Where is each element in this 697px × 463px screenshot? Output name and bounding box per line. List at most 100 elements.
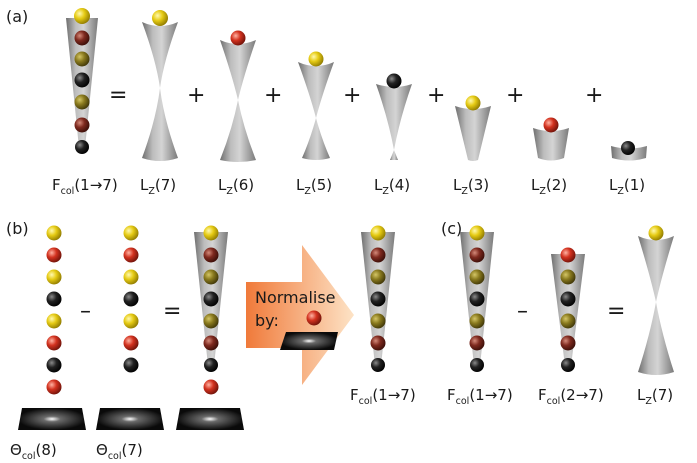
cone-lz5-bottom: [302, 118, 330, 160]
bead-chain-theta7: [123, 225, 139, 373]
bead-yellow: [74, 8, 90, 24]
bead-chain-a: [74, 8, 90, 154]
bead-olive: [370, 313, 386, 329]
bead-black: [46, 357, 62, 373]
bead-chain-theta8: [46, 225, 62, 395]
bead-red: [123, 247, 139, 263]
bead-yellow: [123, 269, 139, 285]
bead-black: [469, 291, 485, 307]
bead-red: [306, 310, 322, 326]
label-lz3: LZ(3): [453, 176, 489, 197]
bead-red: [560, 247, 576, 263]
bead-yellow: [648, 225, 664, 241]
bead-darkred: [203, 247, 219, 263]
bead-black: [386, 73, 402, 89]
bead-yellow: [465, 95, 481, 111]
cone-lz6-top: [220, 40, 256, 100]
bead-chain-diff: [203, 225, 219, 395]
bead-red: [543, 117, 559, 133]
cone-lz7-top: [142, 22, 178, 88]
label-lz5: LZ(5): [296, 176, 332, 197]
bead-yellow: [469, 225, 485, 241]
cone-lz2: [533, 128, 569, 161]
label-fcol-c1: Fcol(1→7): [447, 386, 513, 407]
panel-label-b: (b): [6, 219, 29, 238]
normalise-text: Normalise: [255, 288, 336, 307]
plus-sign: +: [506, 83, 524, 108]
bead-black: [123, 291, 139, 307]
normalise-by-text: by:: [255, 311, 279, 330]
panel-label-c: (c): [441, 219, 462, 238]
bead-yellow: [370, 225, 386, 241]
bead-yellow: [123, 225, 139, 241]
minus-sign: –: [80, 299, 91, 324]
bead-black: [370, 291, 386, 307]
bead-black: [561, 358, 575, 372]
bead-red: [230, 30, 246, 46]
label-theta8: Θcol(8): [10, 441, 57, 462]
plus-sign: +: [343, 83, 361, 108]
bead-darkred: [74, 30, 90, 46]
cone-lz6-bottom: [220, 100, 256, 162]
bead-black: [371, 358, 385, 372]
bead-black: [74, 72, 90, 88]
bead-red: [123, 335, 139, 351]
equals-sign: =: [607, 299, 625, 324]
plus-sign: +: [187, 83, 205, 108]
label-theta7: Θcol(7): [96, 441, 143, 462]
bead-olive: [560, 313, 576, 329]
bead-darkred: [469, 247, 485, 263]
label-lz6: LZ(6): [218, 176, 254, 197]
plus-sign: +: [585, 83, 603, 108]
bead-black: [470, 358, 484, 372]
label-lz1: LZ(1): [609, 176, 645, 197]
panel-label-a: (a): [6, 7, 28, 26]
bead-red: [46, 379, 62, 395]
bead-black: [75, 140, 89, 154]
bead-yellow: [203, 225, 219, 241]
bead-red: [46, 247, 62, 263]
bead-red: [46, 335, 62, 351]
cone-lz7-c-top: [638, 236, 674, 302]
cone-lz3: [455, 106, 491, 161]
bead-olive: [469, 269, 485, 285]
bead-olive: [469, 313, 485, 329]
bead-darkred: [560, 335, 576, 351]
bead-yellow: [46, 225, 62, 241]
bead-black: [203, 291, 219, 307]
cone-lz4-bottom: [390, 150, 398, 160]
label-fcol-c2: Fcol(2→7): [538, 386, 604, 407]
bead-black: [560, 291, 576, 307]
plus-sign: +: [264, 83, 282, 108]
bead-darkred: [74, 117, 90, 133]
bead-chain-c1: [469, 225, 485, 372]
label-lz2: LZ(2): [531, 176, 567, 197]
cone-lz7-bottom: [142, 88, 178, 161]
minus-sign: –: [517, 299, 528, 324]
equals-sign: =: [109, 83, 127, 108]
bead-darkred: [469, 335, 485, 351]
bead-yellow: [152, 10, 168, 26]
bead-chain-c2: [560, 247, 576, 372]
bead-yellow: [308, 51, 324, 67]
label-lz7: LZ(7): [140, 176, 176, 197]
bead-olive: [370, 269, 386, 285]
bead-darkred: [370, 335, 386, 351]
bead-chain-normalised: [370, 225, 386, 372]
equals-sign: =: [163, 299, 181, 324]
detector-pad-diff: [176, 408, 244, 430]
label-lz7-c: LZ(7): [637, 386, 673, 407]
bead-red: [203, 379, 219, 395]
bead-olive: [560, 269, 576, 285]
bead-black: [621, 141, 635, 155]
cone-lz7-c-bottom: [638, 302, 674, 375]
cone-lz5-top: [298, 62, 334, 118]
label-lz4: LZ(4): [374, 176, 410, 197]
bead-yellow: [46, 313, 62, 329]
label-fcol-1-7: Fcol(1→7): [52, 176, 118, 197]
bead-darkred: [203, 335, 219, 351]
label-fcol-normalised: Fcol(1→7): [350, 386, 416, 407]
bead-black: [46, 291, 62, 307]
